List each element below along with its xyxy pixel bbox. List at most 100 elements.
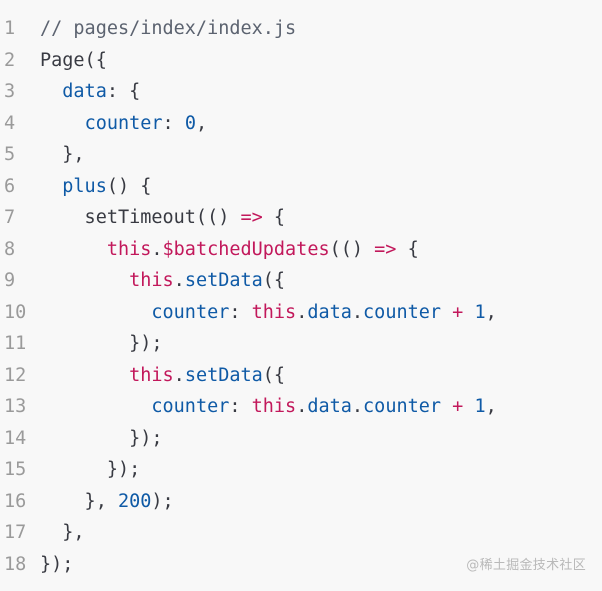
code-line: 7 setTimeout(() => { <box>0 202 602 234</box>
code-token <box>40 396 151 417</box>
code-token: ); <box>151 490 174 512</box>
line-number: 6 <box>4 175 16 197</box>
code-token: , <box>195 112 208 134</box>
code-token: 200 <box>117 490 152 512</box>
code-token: data <box>307 396 352 418</box>
line-number: 7 <box>4 207 16 229</box>
line-code: // pages/index/index.js <box>40 18 602 39</box>
line-code: setTimeout(() => { <box>40 207 602 228</box>
line-number: 8 <box>4 238 16 260</box>
code-line: 17 }, <box>0 517 602 549</box>
code-line: 11 }); <box>0 328 602 360</box>
code-token: data <box>62 81 107 103</box>
code-line: 12 this.setData({ <box>0 360 602 392</box>
code-line: 4 counter: 0, <box>0 108 602 140</box>
line-code: this.setData({ <box>40 270 602 291</box>
code-token: }); <box>40 459 141 481</box>
code-token: // pages/index/index.js <box>40 18 297 40</box>
line-number: 14 <box>4 427 27 449</box>
line-number: 11 <box>4 333 27 355</box>
line-number: 13 <box>4 396 27 418</box>
code-token: . <box>173 364 185 386</box>
code-token <box>40 176 62 197</box>
line-code: }, <box>40 144 602 165</box>
line-number: 1 <box>4 18 16 40</box>
code-token: }, <box>40 522 85 544</box>
code-token: setData <box>184 270 263 292</box>
code-token: 0 <box>184 112 196 134</box>
code-token: : <box>162 112 185 134</box>
line-number: 10 <box>4 301 27 323</box>
code-token: ({ <box>262 270 286 292</box>
code-token: : <box>229 396 252 418</box>
code-line: 13 counter: this.data.counter + 1, <box>0 391 602 423</box>
code-token: . <box>151 238 163 260</box>
code-line: 8 this.$batchedUpdates(() => { <box>0 234 602 266</box>
line-code: }); <box>40 428 602 449</box>
line-code: Page({ <box>40 50 602 71</box>
line-code: counter: 0, <box>40 113 602 134</box>
code-token: 1 <box>474 301 486 323</box>
code-line: 3 data: { <box>0 76 602 108</box>
code-token <box>463 302 474 323</box>
code-token: counter <box>151 396 230 418</box>
code-token: : { <box>106 81 141 103</box>
code-token: plus <box>62 175 107 197</box>
code-token: . <box>351 396 364 418</box>
code-token: => <box>374 238 397 260</box>
code-token: counter <box>363 301 442 323</box>
line-number: 16 <box>4 490 27 512</box>
code-token: + <box>452 396 464 418</box>
line-code: plus() { <box>40 176 602 197</box>
code-line: 14 }); <box>0 423 602 455</box>
line-code: }, 200); <box>40 491 602 512</box>
line-number: 12 <box>4 364 27 386</box>
line-code: counter: this.data.counter + 1, <box>40 396 602 417</box>
code-line: 15 }); <box>0 454 602 486</box>
code-token <box>40 302 151 323</box>
code-token <box>441 396 452 417</box>
code-token: , <box>485 301 497 323</box>
code-token: counter <box>84 112 163 134</box>
code-line: 10 counter: this.data.counter + 1, <box>0 297 602 329</box>
code-token: ({ <box>262 364 286 386</box>
code-token: counter <box>151 301 230 323</box>
line-number: 9 <box>4 270 16 292</box>
line-number: 5 <box>4 144 16 166</box>
code-token <box>40 81 62 102</box>
code-line: 5 }, <box>0 139 602 171</box>
line-number: 15 <box>4 459 27 481</box>
code-line: 18}); <box>0 549 602 581</box>
line-code: this.setData({ <box>40 365 602 386</box>
code-line: 1 // pages/index/index.js <box>0 13 602 45</box>
code-token: { <box>262 207 286 229</box>
code-token <box>40 365 129 386</box>
line-code: data: { <box>40 81 602 102</box>
line-number: 4 <box>4 112 16 134</box>
code-token: this <box>251 396 297 418</box>
code-token: }, <box>40 144 85 166</box>
line-code: }); <box>40 554 602 575</box>
line-number: 17 <box>4 522 27 544</box>
code-token: . <box>351 301 364 323</box>
line-code: counter: this.data.counter + 1, <box>40 302 602 323</box>
code-token: , <box>485 396 497 418</box>
code-token: }); <box>40 427 163 449</box>
code-token <box>463 396 474 417</box>
line-code: this.$batchedUpdates(() => { <box>40 239 602 260</box>
code-token: () { <box>106 175 152 197</box>
code-token: . <box>296 396 308 418</box>
code-token <box>40 113 85 134</box>
code-token: Page({ <box>40 49 107 71</box>
line-number: 3 <box>4 81 16 103</box>
code-line: 16 }, 200); <box>0 486 602 518</box>
code-token: this <box>129 270 174 292</box>
code-token: setData <box>184 364 263 386</box>
code-token <box>40 239 107 260</box>
code-token: }, <box>40 490 118 512</box>
code-token: 1 <box>474 396 486 418</box>
code-token <box>40 270 129 291</box>
